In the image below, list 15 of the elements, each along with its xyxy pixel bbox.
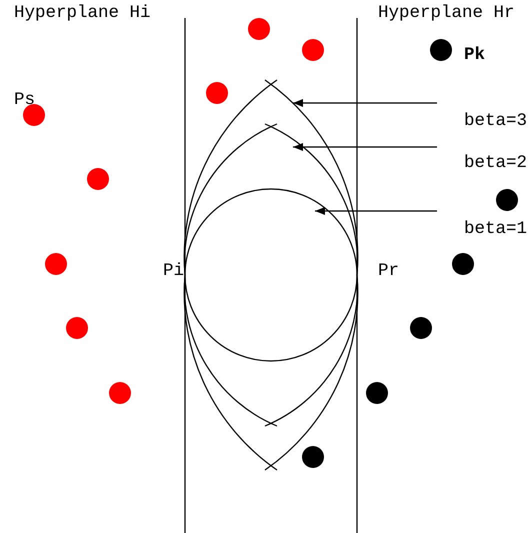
point-label: Pr — [378, 263, 400, 280]
arrow — [293, 143, 437, 151]
point-label: Ps — [14, 92, 36, 110]
point-label: Pi — [163, 263, 184, 280]
hyperplane-label: Hyperplane Hi — [14, 5, 151, 22]
lens-curve — [185, 80, 357, 470]
arrow — [293, 99, 437, 107]
beta-label: beta=3 — [437, 103, 528, 130]
beta-label: beta=2 — [437, 147, 528, 172]
lens-curve — [185, 124, 357, 426]
beta-label: beta=1 — [437, 211, 528, 238]
point-label: Pk — [464, 47, 486, 64]
hyperplane-label: Hyperplane Hr — [378, 5, 515, 22]
arrow — [315, 207, 437, 215]
circle-curve — [185, 189, 357, 361]
